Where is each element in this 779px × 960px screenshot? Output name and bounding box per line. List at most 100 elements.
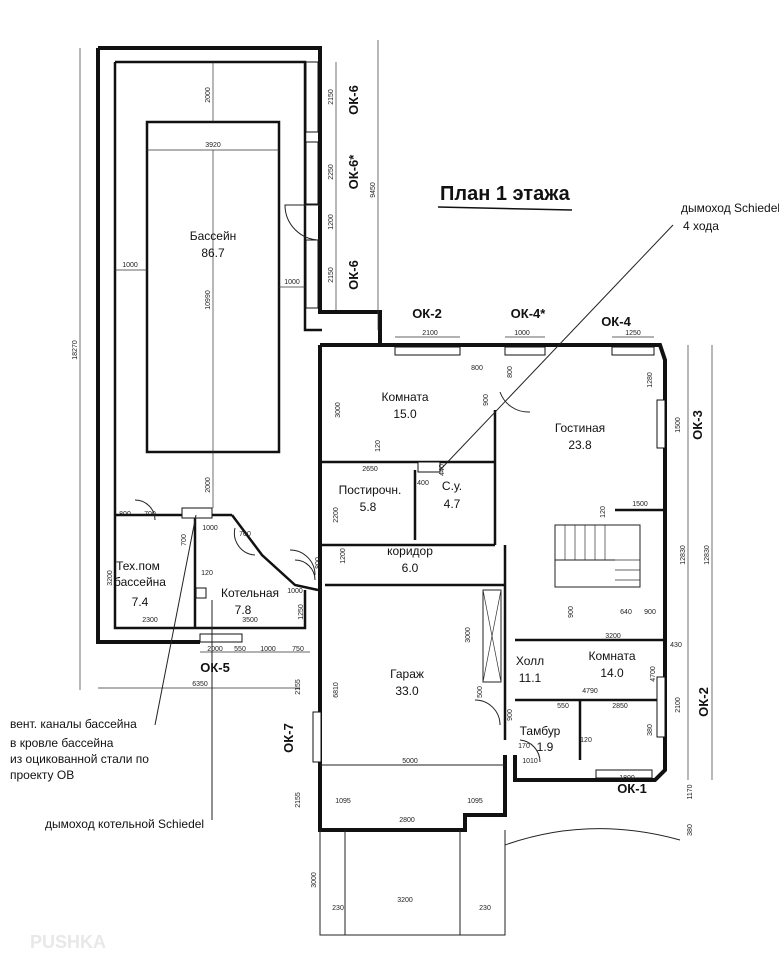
dim-label: 2250	[328, 164, 335, 180]
plan-title: План 1 этажа	[440, 183, 571, 205]
note-vent-2: в кровле бассейна	[10, 736, 114, 750]
room2-name: Комната	[589, 649, 636, 663]
dim-label: 230	[332, 905, 344, 912]
living-area: 23.8	[568, 438, 592, 452]
hall-door	[474, 699, 501, 726]
watermark: PUSHKA	[30, 932, 106, 952]
tech-door	[134, 499, 156, 521]
tech-block: Тех.пом бассейна 7.4 Котельная 7.8 800 7…	[98, 499, 319, 689]
dim-label: 4700	[650, 666, 657, 682]
dim-label: 380	[647, 724, 654, 736]
dim-label: 900	[568, 606, 575, 618]
dim-label: 750	[292, 646, 304, 653]
dim-label: 800	[119, 511, 131, 518]
leader-line-chimney	[439, 224, 674, 471]
room2-area: 14.0	[600, 666, 624, 680]
techroom-name2: бассейна	[114, 575, 166, 589]
pool-left-wall	[96, 48, 200, 644]
dim-label: 700	[181, 534, 188, 546]
dim-label: 12830	[704, 545, 711, 565]
window-label-ok6star: ОК-6*	[346, 154, 361, 190]
window-ok5	[199, 633, 243, 643]
hall-wardrobe	[482, 589, 502, 683]
boiler-name: Котельная	[221, 586, 279, 600]
tech-wall	[113, 508, 307, 630]
dim-label: 6350	[192, 681, 208, 688]
dim-label: 3000	[311, 872, 318, 888]
dim-label: 12830	[680, 545, 687, 565]
living-door	[499, 391, 531, 413]
dim-label: 430	[670, 642, 682, 649]
staircase	[554, 524, 641, 588]
title-underline	[437, 206, 573, 211]
dim-label: 1010	[522, 758, 538, 765]
dim-label: 400	[417, 480, 429, 487]
dim-label: 1280	[647, 372, 654, 388]
pool-area: 86.7	[201, 246, 225, 260]
window-ok4star	[504, 346, 546, 356]
dim-label: 2150	[328, 267, 335, 283]
window-label-ok1: ОК-1	[617, 781, 647, 796]
room1-name: Комната	[382, 390, 429, 404]
pool-block: Бассейн 86.7 3920 2000 10990 2000 1000 1…	[72, 40, 382, 690]
dim-label: 1250	[625, 330, 641, 337]
dim-label: 2000	[205, 87, 212, 103]
note-chimney-1: дымоход Schiedel	[681, 201, 779, 215]
window-ok6star	[305, 141, 319, 205]
dim-label: 1000	[122, 262, 138, 269]
boiler-door2	[294, 559, 316, 581]
porch-curve	[504, 828, 681, 846]
boiler-chimney	[195, 587, 207, 599]
garage-name: Гараж	[390, 667, 424, 681]
dim-label: 3000	[335, 402, 342, 418]
laundry-name: Постирочн.	[339, 483, 402, 497]
window-ok2-top	[394, 346, 461, 356]
dim-label: 440	[439, 464, 446, 476]
window-ok4	[611, 346, 655, 356]
dim-label: 1800	[619, 775, 635, 782]
note-vent-1: вент. каналы бассейна	[10, 717, 137, 731]
stair-outline	[554, 524, 641, 588]
dim-label: 900	[644, 609, 656, 616]
laundry-area: 5.8	[360, 500, 377, 514]
dim-label: 1000	[287, 588, 303, 595]
dim-label: 2155	[295, 679, 302, 695]
dim-label: 2150	[328, 89, 335, 105]
dim-label: 1200	[340, 548, 347, 564]
dim-label: 1500	[632, 501, 648, 508]
pool-door	[284, 204, 321, 241]
dim-label: 700	[239, 531, 251, 538]
note-chimney-boiler: дымоход котельной Schiedel	[45, 817, 204, 831]
techroom-area: 7.4	[132, 595, 149, 609]
dim-label: 900	[507, 709, 514, 721]
dim-label: 1095	[467, 798, 483, 805]
dim-label: 2000	[207, 646, 223, 653]
dim-label: 1250	[298, 604, 305, 620]
note-vent-4: проекту ОВ	[10, 768, 74, 782]
dim-label: 380	[687, 824, 694, 836]
dim-label: 5000	[402, 758, 418, 765]
dim-label: 550	[234, 646, 246, 653]
dim-label: 900	[483, 394, 490, 406]
dim-label: 120	[201, 570, 213, 577]
note-vent-3: из оцикованной стали по	[10, 752, 149, 766]
dim-label: 3500	[242, 617, 258, 624]
house-block: Комната 15.0 Гостиная 23.8 Постирочн. 5.…	[281, 306, 713, 936]
dim-label: 2000	[205, 477, 212, 493]
chimney-schiedel	[417, 461, 441, 473]
boiler-door	[233, 527, 256, 556]
window-label-ok4: ОК-4	[601, 314, 631, 329]
dim-label: 9450	[370, 182, 377, 198]
pool-outer-wall	[98, 46, 382, 345]
dim-label: 3200	[107, 570, 114, 586]
dim-label: 1000	[284, 279, 300, 286]
corridor-area: 6.0	[402, 561, 419, 575]
dim-label: 1000	[514, 330, 530, 337]
window-ok2-right	[656, 676, 666, 738]
entrance-door	[519, 739, 541, 763]
window-label-ok5: ОК-5	[200, 660, 230, 675]
pool-inner-wall	[115, 60, 322, 332]
boiler-area: 7.8	[235, 603, 252, 617]
dim-label: 120	[600, 506, 607, 518]
wc-name: С.у.	[442, 479, 462, 493]
